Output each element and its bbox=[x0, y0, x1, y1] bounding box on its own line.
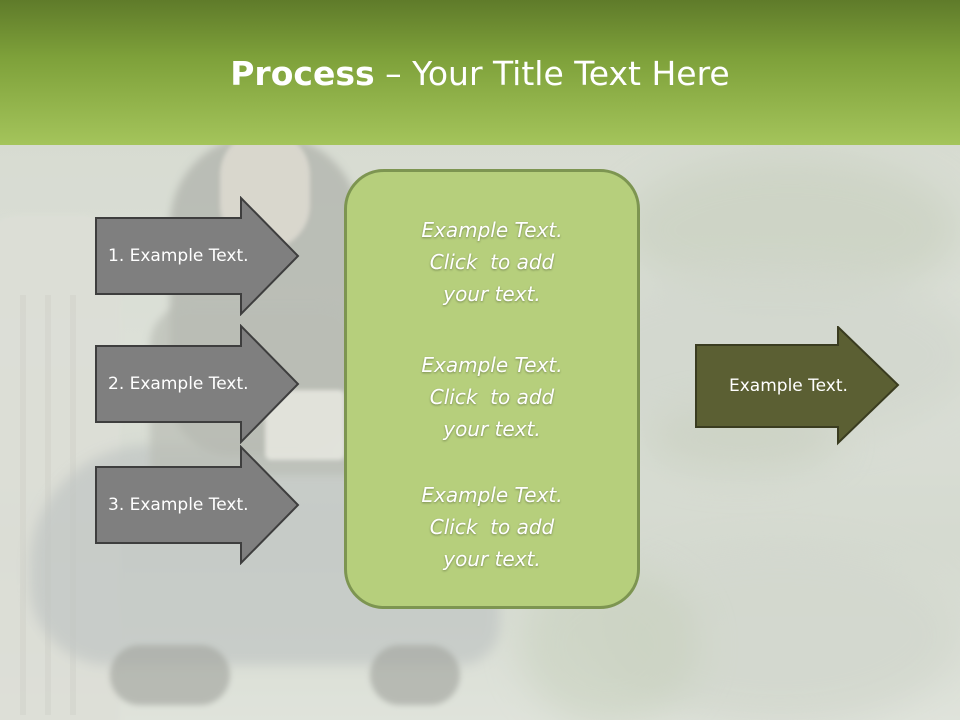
result-label: Example Text. bbox=[729, 376, 848, 396]
arrow-shape bbox=[95, 196, 300, 316]
step-label-2: 2. Example Text. bbox=[108, 374, 249, 394]
arrow-shape bbox=[95, 445, 300, 565]
title-bold: Process bbox=[230, 54, 375, 93]
step-arrow-1[interactable]: 1. Example Text. bbox=[95, 196, 300, 316]
step-arrow-2[interactable]: 2. Example Text. bbox=[95, 324, 300, 444]
center-block-2: Example Text. Click to add your text. bbox=[421, 353, 563, 441]
step-label-1: 1. Example Text. bbox=[108, 246, 249, 266]
slide-title[interactable]: Process – Your Title Text Here bbox=[0, 52, 960, 96]
arrow-shape bbox=[95, 324, 300, 444]
center-block-1: Example Text. Click to add your text. bbox=[421, 218, 563, 306]
center-block-3: Example Text. Click to add your text. bbox=[421, 483, 563, 571]
center-text-box[interactable]: Example Text. Click to add your text. Ex… bbox=[344, 169, 640, 609]
title-bar: Process – Your Title Text Here bbox=[0, 0, 960, 145]
result-arrow[interactable]: Example Text. bbox=[695, 326, 900, 446]
step-arrow-3[interactable]: 3. Example Text. bbox=[95, 445, 300, 565]
title-rest: – Your Title Text Here bbox=[374, 54, 730, 93]
arrow-shape bbox=[695, 326, 900, 446]
step-label-3: 3. Example Text. bbox=[108, 495, 249, 515]
